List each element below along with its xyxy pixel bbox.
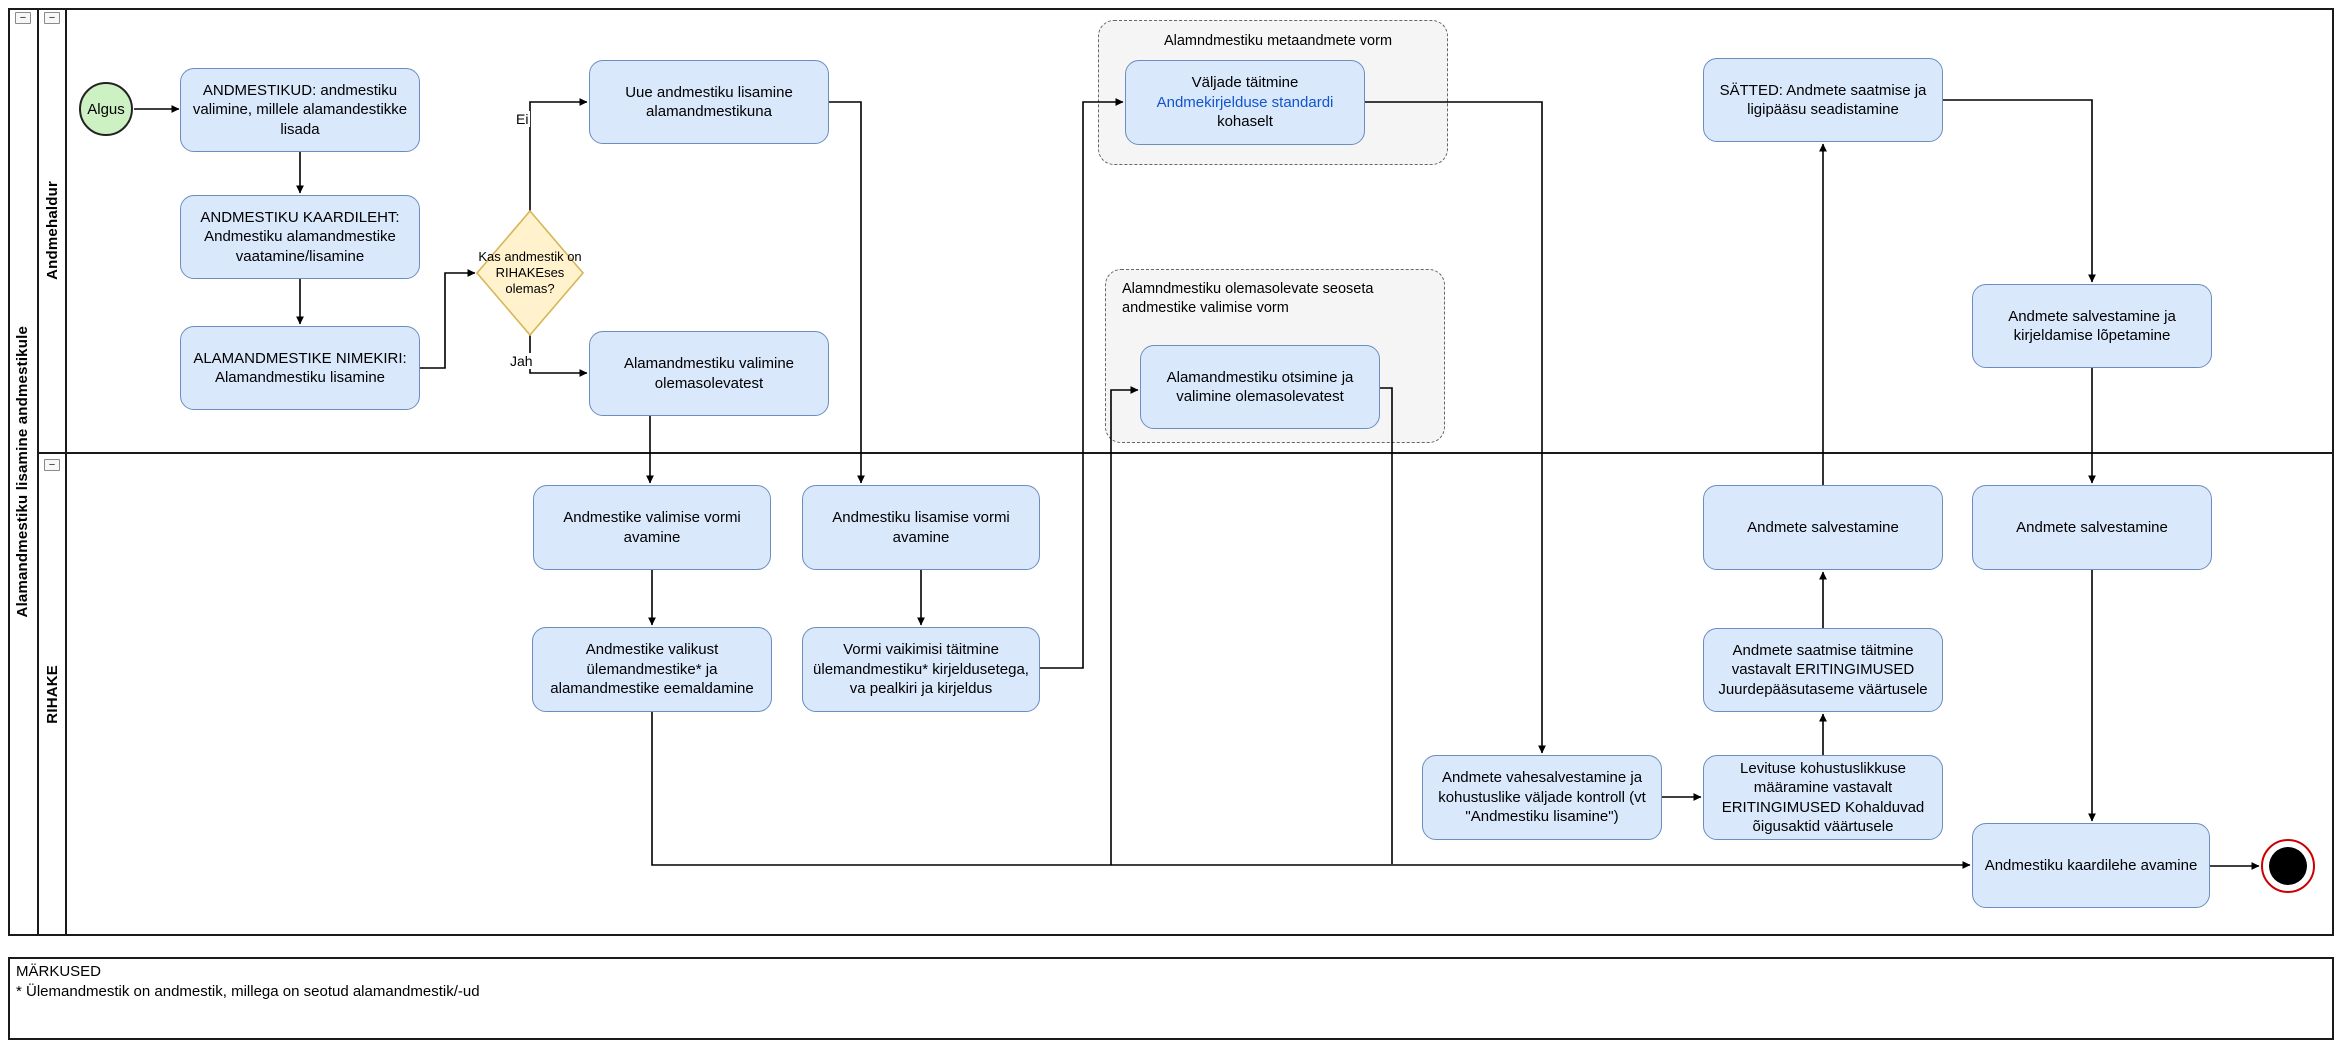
task-valjade-taitmine[interactable]: Väljade täitmine Andmekirjelduse standar…: [1125, 60, 1365, 145]
task-label: Vormi vaikimisi täitmine ülemandmestiku*…: [813, 641, 1029, 698]
notes-line: * Ülemandmestik on andmestik, millega on…: [16, 983, 480, 1001]
task-alamandmestiku-valimine[interactable]: Alamandmestiku valimine olemasolevatest: [589, 331, 829, 416]
task-andmete-salvestamine-2[interactable]: Andmete salvestamine: [1972, 485, 2212, 570]
lane-title-rihake: RIHAKE: [43, 664, 61, 724]
task-salvestamine-lopetamine[interactable]: Andmete salvestamine ja kirjeldamise lõp…: [1972, 284, 2212, 368]
andmekirjelduse-standardi-link[interactable]: Andmekirjelduse standardi: [1156, 93, 1334, 111]
task-andmestikud-valimine[interactable]: ANDMESTIKUD: andmestiku valimine, millel…: [180, 68, 420, 152]
task-alamandmestike-nimekiri[interactable]: ALAMANDMESTIKE NIMEKIRI: Alamandmestiku …: [180, 326, 420, 410]
task-vahesalvestamine-kontroll[interactable]: Andmete vahesalvestamine ja kohustuslike…: [1422, 755, 1662, 840]
collapse-lane-rihake-icon[interactable]: −: [44, 459, 60, 471]
task-label: Andmestiku kaardilehe avamine: [1984, 856, 2198, 874]
lane-divider: [39, 452, 2334, 454]
task-label: Alamandmestiku otsimine ja valimine olem…: [1166, 368, 1354, 406]
start-event-algus[interactable]: Algus: [79, 82, 133, 136]
lane-title-andmehaldur: Andmehaldur: [43, 180, 61, 280]
task-label: kohaselt: [1217, 113, 1273, 131]
task-levituse-kohustuslikkus[interactable]: Levituse kohustuslikkuse määramine vasta…: [1703, 755, 1943, 840]
task-label: Andmete vahesalvestamine ja kohustuslike…: [1438, 769, 1646, 826]
task-andmete-saatmise-taitmine[interactable]: Andmete saatmise täitmine vastavalt ERIT…: [1703, 628, 1943, 712]
task-label: Väljade täitmine: [1191, 74, 1299, 92]
task-alamandmestiku-otsimine[interactable]: Alamandmestiku otsimine ja valimine olem…: [1140, 345, 1380, 429]
notes-title: MÄRKUSED: [16, 963, 102, 980]
task-label: Uue andmestiku lisamine alamandmestikuna: [625, 83, 793, 121]
task-label: SÄTTED: Andmete saatmise ja ligipääsu se…: [1719, 81, 1927, 119]
minus-icon: −: [48, 459, 56, 471]
task-label: ALAMANDMESTIKE NIMEKIRI: Alamandmestiku …: [193, 349, 407, 387]
task-label: Andmestike valikust ülemandmestike* ja a…: [550, 641, 754, 698]
collapse-pool-icon[interactable]: −: [15, 12, 31, 24]
edge-label-no: Ei: [514, 111, 531, 127]
task-andmete-salvestamine-1[interactable]: Andmete salvestamine: [1703, 485, 1943, 570]
task-eemaldamine[interactable]: Andmestike valikust ülemandmestike* ja a…: [532, 627, 772, 712]
end-event-core: [2269, 847, 2307, 885]
start-event-label: Algus: [87, 100, 125, 118]
task-label: Andmete saatmise täitmine vastavalt ERIT…: [1718, 641, 1928, 698]
task-label: ANDMESTIKU KAARDILEHT: Andmestiku alaman…: [200, 208, 400, 265]
lane-title-column-andmehaldur: Andmehaldur: [39, 8, 67, 452]
collapse-lane-andmehaldur-icon[interactable]: −: [44, 12, 60, 24]
group-select-form-label: Alamndmestiku olemasolevate seoseta andm…: [1122, 281, 1374, 316]
task-lisamise-vormi-avamine[interactable]: Andmestiku lisamise vormi avamine: [802, 485, 1040, 570]
lane-title-column-rihake: RIHAKE: [39, 452, 67, 936]
task-label: Levituse kohustuslikkuse määramine vasta…: [1721, 759, 1925, 836]
task-kaardilehe-avamine[interactable]: Andmestiku kaardilehe avamine: [1972, 823, 2210, 908]
task-vormi-vaikimisi-taitmine[interactable]: Vormi vaikimisi täitmine ülemandmestiku*…: [802, 627, 1040, 712]
minus-icon: −: [19, 12, 27, 24]
edge-label-yes: Jah: [508, 353, 535, 369]
decision-label: Kas andmestik on RIHAKEses olemas?: [478, 248, 582, 297]
task-andmestiku-kaardileht[interactable]: ANDMESTIKU KAARDILEHT: Andmestiku alaman…: [180, 195, 420, 279]
task-label: Andmestiku lisamise vormi avamine: [832, 509, 1010, 546]
pool-border: [8, 8, 2334, 936]
minus-icon: −: [48, 12, 56, 24]
task-label: Alamandmestiku valimine olemasolevatest: [623, 355, 795, 392]
task-label: Andmete salvestamine: [1747, 518, 1899, 536]
end-event[interactable]: [2261, 839, 2315, 893]
notes-box: MÄRKUSED * Ülemandmestik on andmestik, m…: [8, 957, 2334, 1040]
pool-title: Alamandmestiku lisamine andmestikule: [14, 326, 31, 618]
task-label: Andmete salvestamine: [2016, 518, 2168, 536]
decision-kas-andmestik-rihakeses[interactable]: Kas andmestik on RIHAKEses olemas?: [478, 225, 582, 321]
task-valimise-vormi-avamine[interactable]: Andmestike valimise vormi avamine: [533, 485, 771, 570]
task-label: ANDMESTIKUD: andmestiku valimine, millel…: [192, 81, 408, 138]
task-label: Andmete salvestamine ja kirjeldamise lõp…: [2008, 307, 2176, 345]
task-satted-seadistamine[interactable]: SÄTTED: Andmete saatmise ja ligipääsu se…: [1703, 58, 1943, 142]
pool-title-column: Alamandmestiku lisamine andmestikule: [8, 8, 39, 936]
group-metadata-form-label: Alamndmestiku metaandmete vorm: [1163, 33, 1393, 49]
task-label: Andmestike valimise vormi avamine: [563, 509, 741, 546]
task-uue-andmestiku-lisamine[interactable]: Uue andmestiku lisamine alamandmestikuna: [589, 60, 829, 144]
